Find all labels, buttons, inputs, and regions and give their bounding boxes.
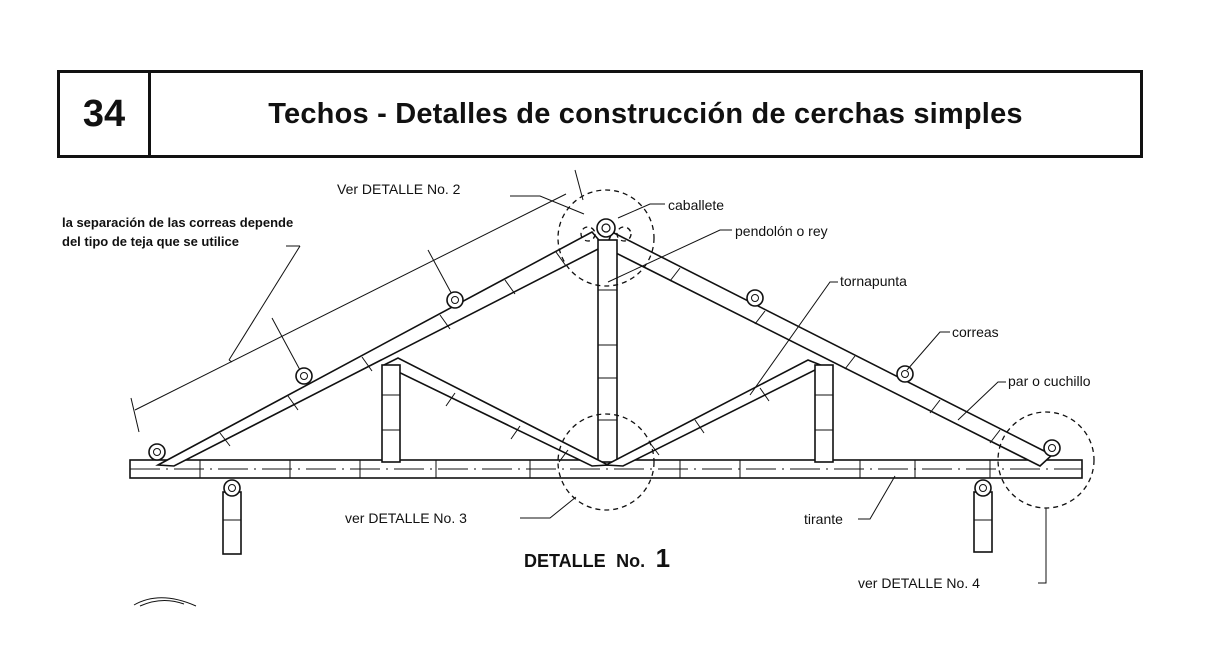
right-post: [814, 364, 834, 463]
detail-2-label: Ver DETALLE No. 2: [337, 181, 461, 197]
king-post: [597, 239, 618, 463]
page-title: Techos - Detalles de construcción de cer…: [268, 97, 1023, 130]
spacing-note-line-2: del tipo de teja que se utilice: [62, 234, 239, 249]
right-column: [973, 479, 993, 553]
leader-lines: [510, 195, 1047, 584]
purlin: [746, 289, 764, 307]
purlin: [896, 365, 914, 383]
purlin: [446, 291, 464, 309]
detail-4-label: ver DETALLE No. 4: [858, 575, 980, 591]
tirante-label: tirante: [804, 511, 843, 527]
left-post: [381, 364, 401, 463]
detail-3-label: ver DETALLE No. 3: [345, 510, 467, 526]
par-label: par o cuchillo: [1008, 373, 1091, 389]
caption-number: 1: [656, 543, 670, 573]
left-strut: [382, 357, 611, 467]
detail-caption: DETALLE No. 1: [524, 543, 670, 573]
caption-prefix: DETALLE: [524, 551, 606, 571]
tie-beam: [129, 459, 1083, 479]
pendolon-label: pendolón o rey: [735, 223, 828, 239]
right-strut: [603, 359, 825, 467]
dimension-line: [130, 169, 584, 433]
correas-label: correas: [952, 324, 999, 340]
detail-2-circle: [557, 189, 655, 287]
detail-3-circle: [557, 413, 655, 511]
spacing-note-line-1: la separación de las correas depende: [62, 215, 293, 230]
ridge-beam: [580, 218, 632, 242]
purlins: [148, 289, 1061, 461]
tornapunta-label: tornapunta: [840, 273, 907, 289]
section-number: 34: [60, 73, 151, 155]
next-detail-fragment: [133, 597, 197, 607]
caballete-label: caballete: [668, 197, 724, 213]
header-box: 34 Techos - Detalles de construcción de …: [57, 70, 1143, 158]
purlin: [295, 367, 313, 385]
purlin: [1043, 439, 1061, 457]
left-column: [222, 479, 242, 555]
purlin: [148, 443, 166, 461]
caption-no: No.: [616, 551, 645, 571]
